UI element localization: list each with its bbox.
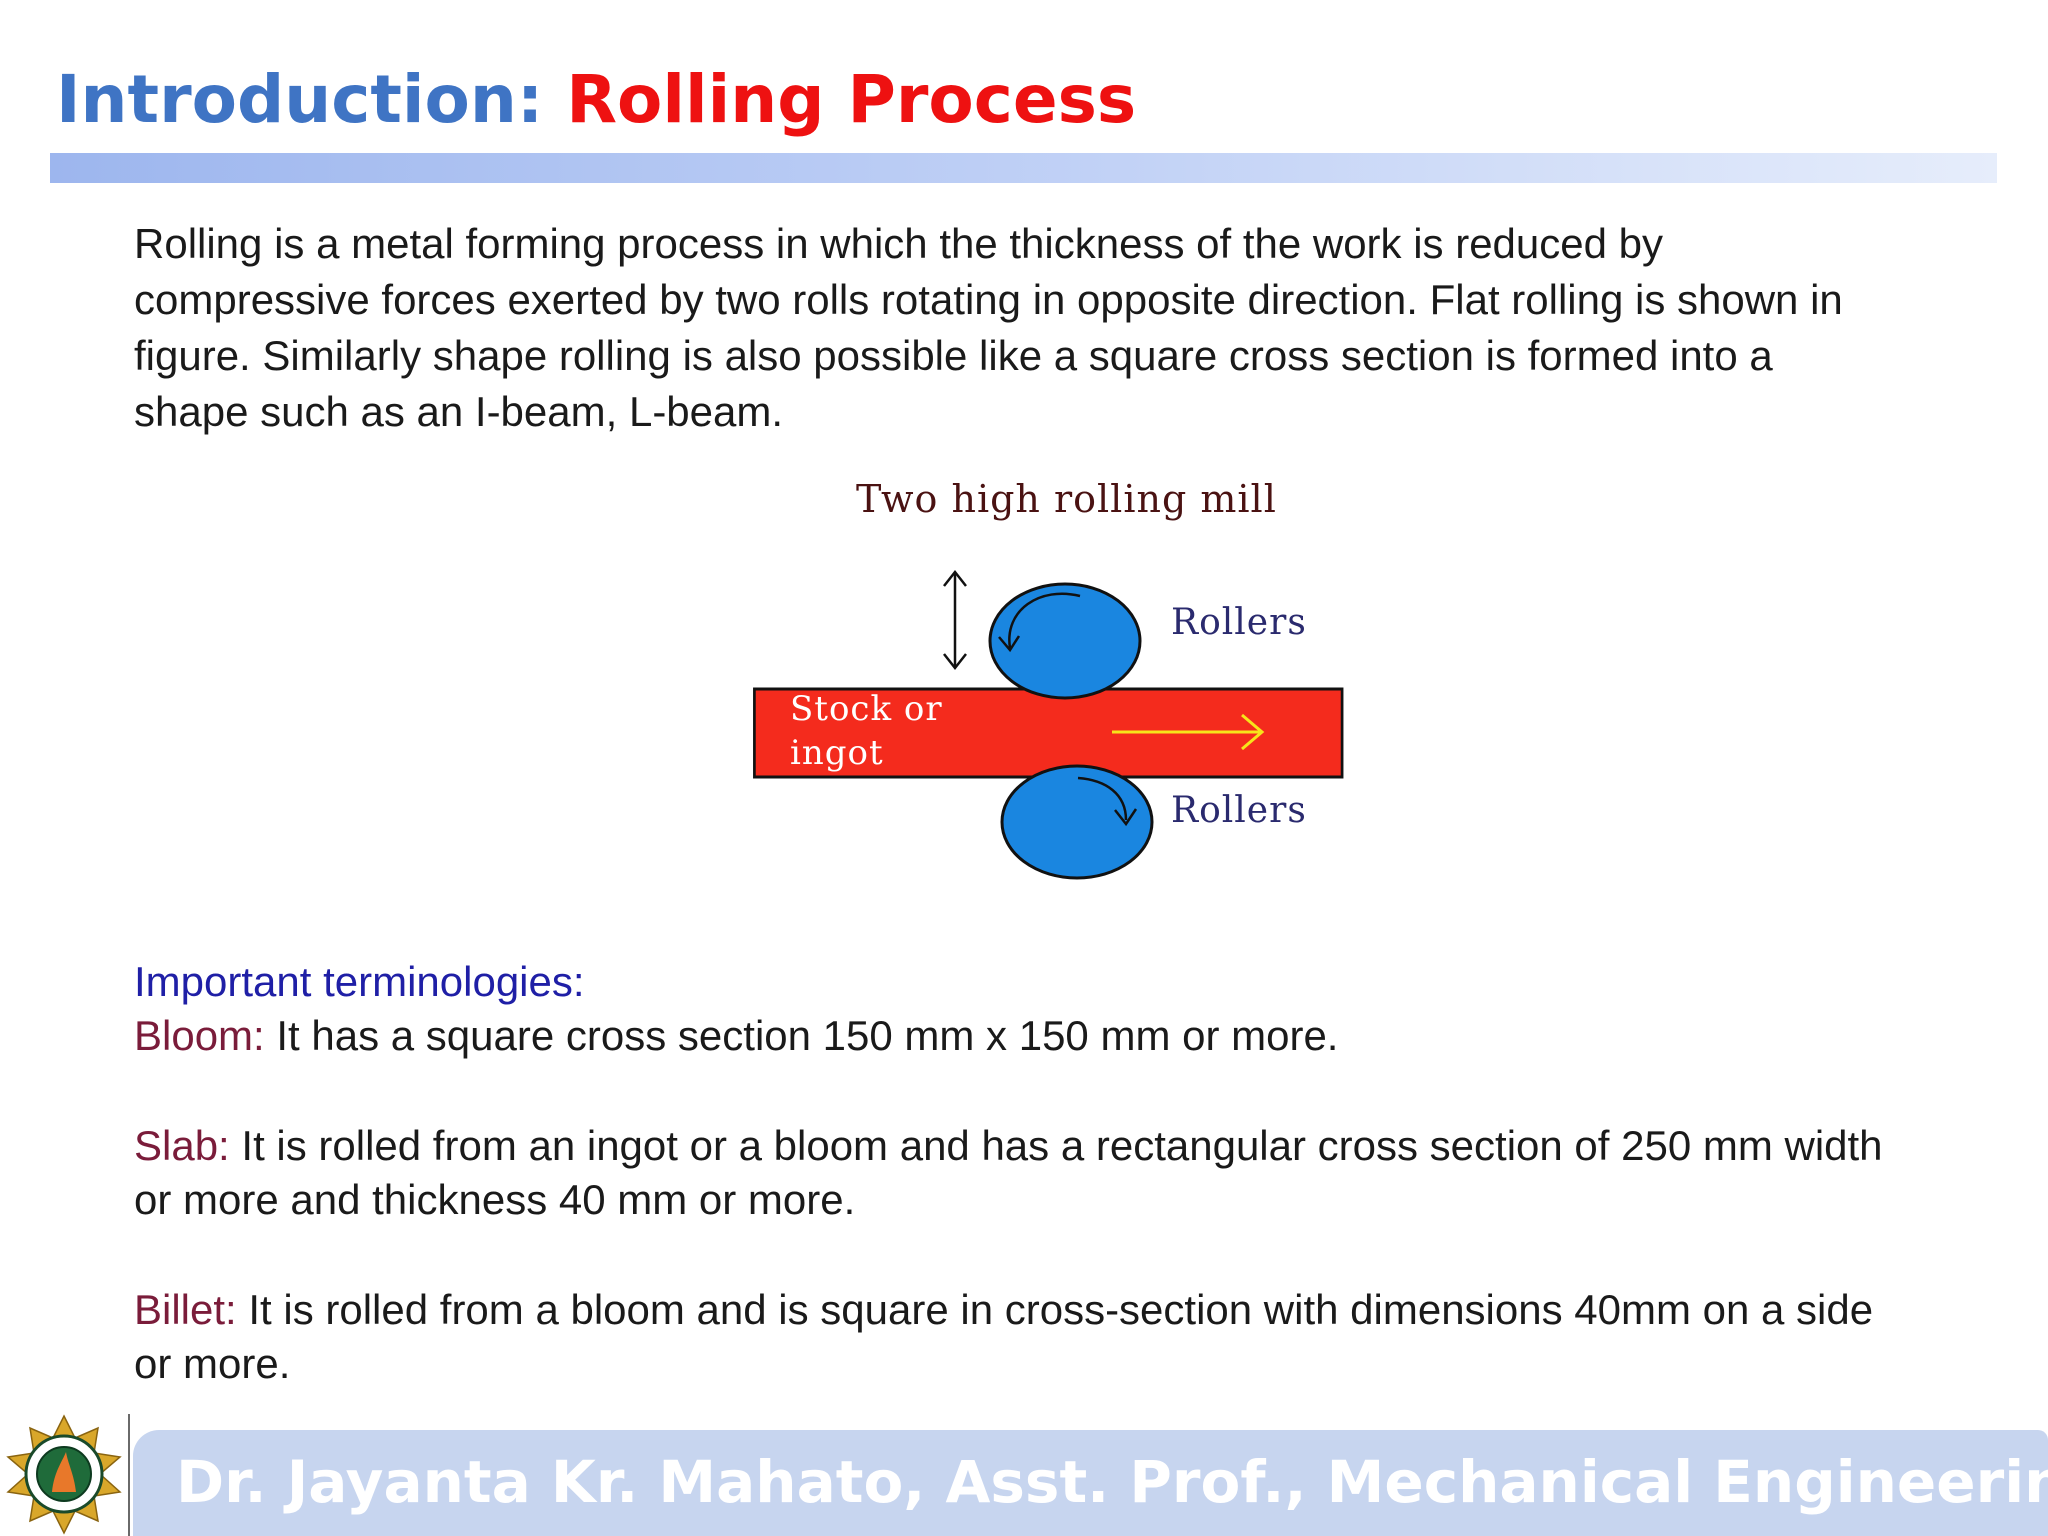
title-prefix: Introduction: — [56, 61, 544, 138]
diagram-caption: Two high rolling mill — [856, 477, 1277, 521]
intro-paragraph: Rolling is a metal forming process in wh… — [134, 220, 1843, 435]
terminology-section: Important terminologies: Bloom: It has a… — [134, 955, 1894, 1391]
thickness-adjust-arrow — [943, 569, 967, 671]
term-definition: It has a square cross section 150 mm x 1… — [264, 1012, 1339, 1059]
term-key: Slab: — [134, 1122, 230, 1169]
term-billet: Billet: It is rolled from a bloom and is… — [134, 1283, 1894, 1391]
footer-divider — [128, 1414, 130, 1536]
term-bloom: Bloom: It has a square cross section 150… — [134, 1009, 1894, 1063]
term-definition: It is rolled from a bloom and is square … — [134, 1286, 1874, 1387]
term-key: Billet: — [134, 1286, 237, 1333]
term-slab: Slab: It is rolled from an ingot or a bl… — [134, 1119, 1894, 1227]
slide-title: Introduction: Rolling Process — [56, 58, 1136, 142]
footer-author: Dr. Jayanta Kr. Mahato, Asst. Prof., Mec… — [176, 1448, 2048, 1516]
stock-label-line2: ingot — [790, 733, 884, 773]
top-roller — [988, 582, 1142, 700]
top-roller-rotation-icon — [1008, 592, 1081, 649]
title-underline-bar — [50, 153, 1997, 183]
term-key: Bloom: — [134, 1012, 265, 1059]
top-roller-label: Rollers — [1171, 602, 1307, 643]
title-main: Rolling Process — [566, 61, 1137, 138]
rolling-mill-diagram: Two high rolling mill Stock or ingot Rol… — [753, 477, 1344, 880]
bottom-roller-label: Rollers — [1171, 790, 1307, 831]
university-seal-icon — [6, 1414, 122, 1535]
footer-band — [133, 1430, 2048, 1536]
bottom-roller-rotation-icon — [1077, 776, 1128, 821]
terminology-heading: Important terminologies: — [134, 958, 585, 1005]
feed-direction-arrow — [1112, 713, 1265, 751]
bottom-roller — [1000, 764, 1154, 880]
term-definition: It is rolled from an ingot or a bloom an… — [134, 1122, 1883, 1223]
stock-label-line1: Stock or — [790, 689, 943, 729]
